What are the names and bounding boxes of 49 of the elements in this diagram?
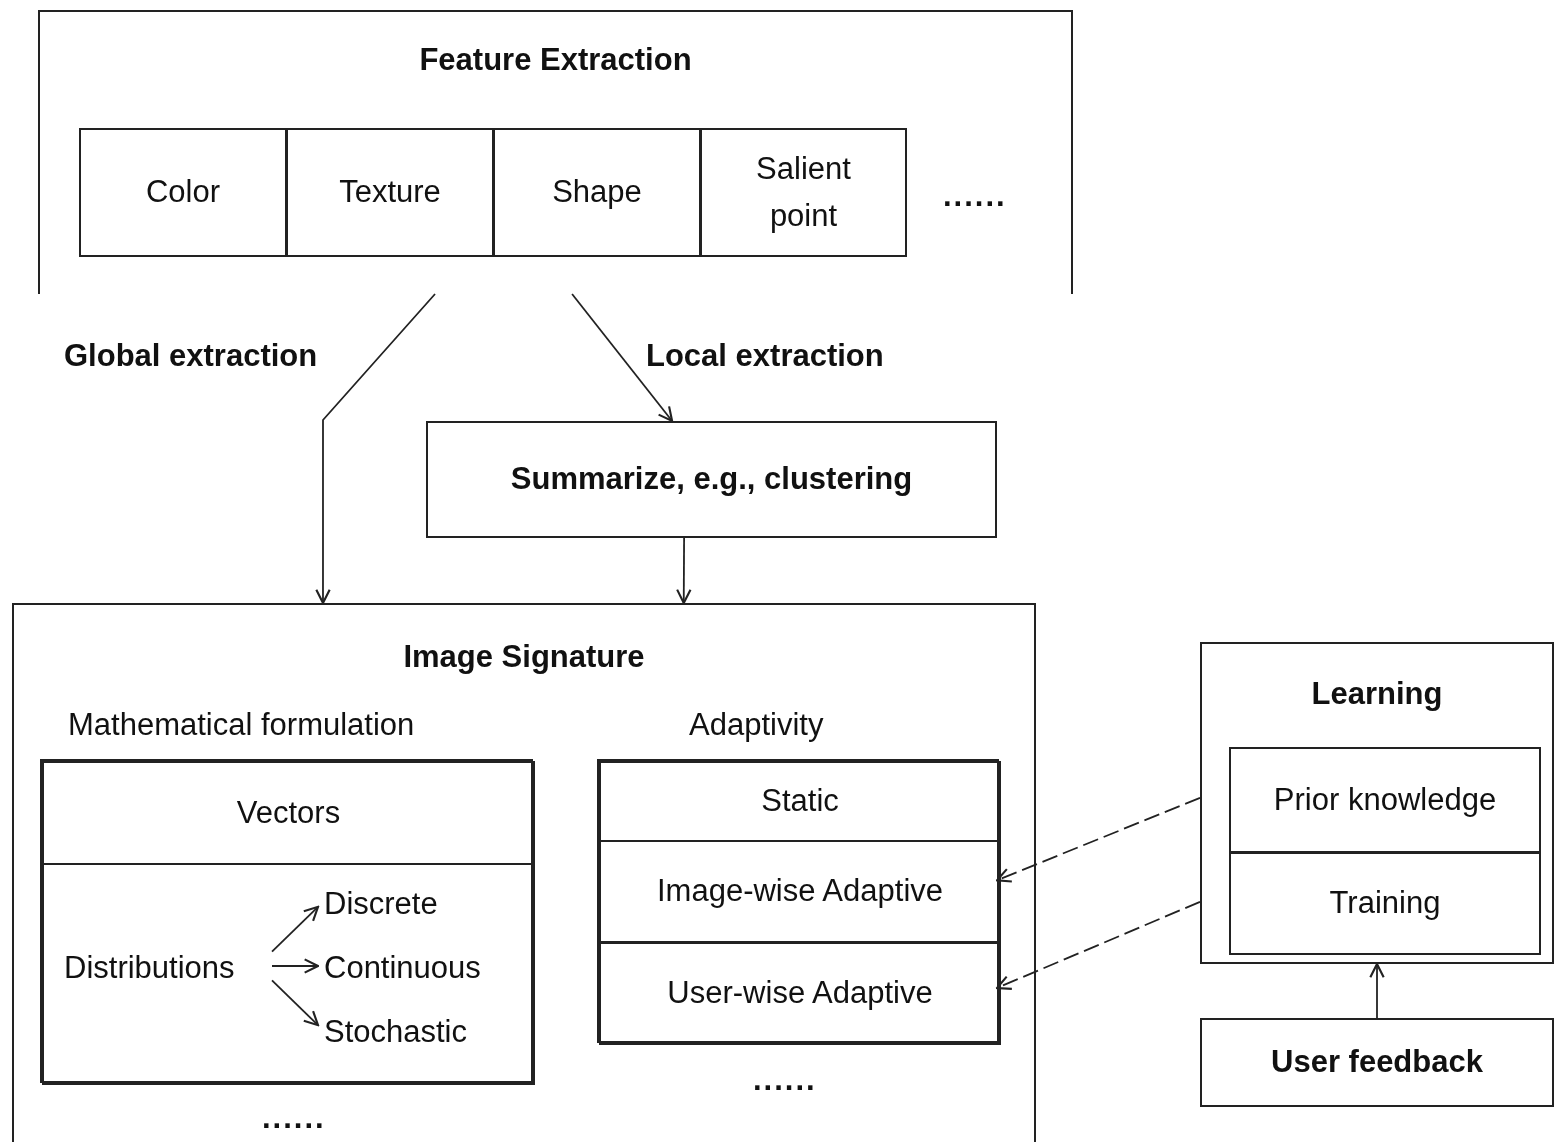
- process-box: [79, 128, 287, 257]
- dashed-arrow: [995, 900, 1201, 990]
- arrow: [1369, 962, 1385, 1019]
- ellipsis-label: ......: [753, 1062, 817, 1098]
- cell-label: Shape: [551, 173, 643, 212]
- arrow: [315, 293, 436, 605]
- dashed-arrow: [995, 796, 1201, 883]
- process-box: [42, 761, 535, 865]
- process-box: [1229, 747, 1541, 853]
- arrow: [571, 293, 674, 423]
- node-label: Stochastic: [324, 1014, 467, 1050]
- cell-box: [42, 863, 535, 1085]
- process-box: [700, 128, 907, 257]
- group-box: [12, 603, 1036, 1142]
- node-label: Discrete: [324, 886, 438, 922]
- cell-label: Image-wise Adaptive: [655, 872, 944, 911]
- cell-label: User feedback: [1270, 1043, 1484, 1082]
- process-box: [1200, 1018, 1554, 1107]
- node-label: Distributions: [64, 950, 235, 986]
- process-box: [286, 128, 494, 257]
- ellipsis-label: ......: [943, 178, 1007, 214]
- process-box: [599, 761, 1001, 841]
- cell-label: User-wise Adaptive: [666, 974, 934, 1013]
- cell-label: Training: [1328, 884, 1442, 923]
- process-box: [1229, 852, 1541, 955]
- group-heading: Image Signature: [402, 639, 646, 675]
- group-heading: Feature Extraction: [418, 42, 693, 78]
- cell-label: Summarize, e.g., clustering: [509, 460, 914, 499]
- group-heading: Adaptivity: [689, 707, 824, 743]
- group-box: [38, 10, 1073, 294]
- group-heading: Learning: [1310, 676, 1444, 712]
- group-heading: Mathematical formulation: [68, 707, 415, 743]
- process-box: [599, 840, 1001, 943]
- process-box: [599, 942, 1001, 1045]
- ellipsis-label: ......: [262, 1100, 326, 1136]
- arrow: [271, 905, 320, 953]
- cell-label: Color: [144, 173, 222, 212]
- group-box: [1200, 642, 1554, 964]
- node-label: Continuous: [324, 950, 481, 986]
- cell-label: Salient point: [755, 150, 852, 235]
- arrow: [676, 537, 692, 605]
- cell-label: Vectors: [235, 793, 342, 832]
- arrow: [271, 979, 320, 1027]
- arrow: [271, 958, 320, 974]
- process-box: [426, 421, 997, 538]
- cell-label: Texture: [338, 173, 442, 212]
- cell-label: Prior knowledge: [1272, 780, 1498, 819]
- process-box: [493, 128, 701, 257]
- cell-label: Static: [760, 782, 840, 821]
